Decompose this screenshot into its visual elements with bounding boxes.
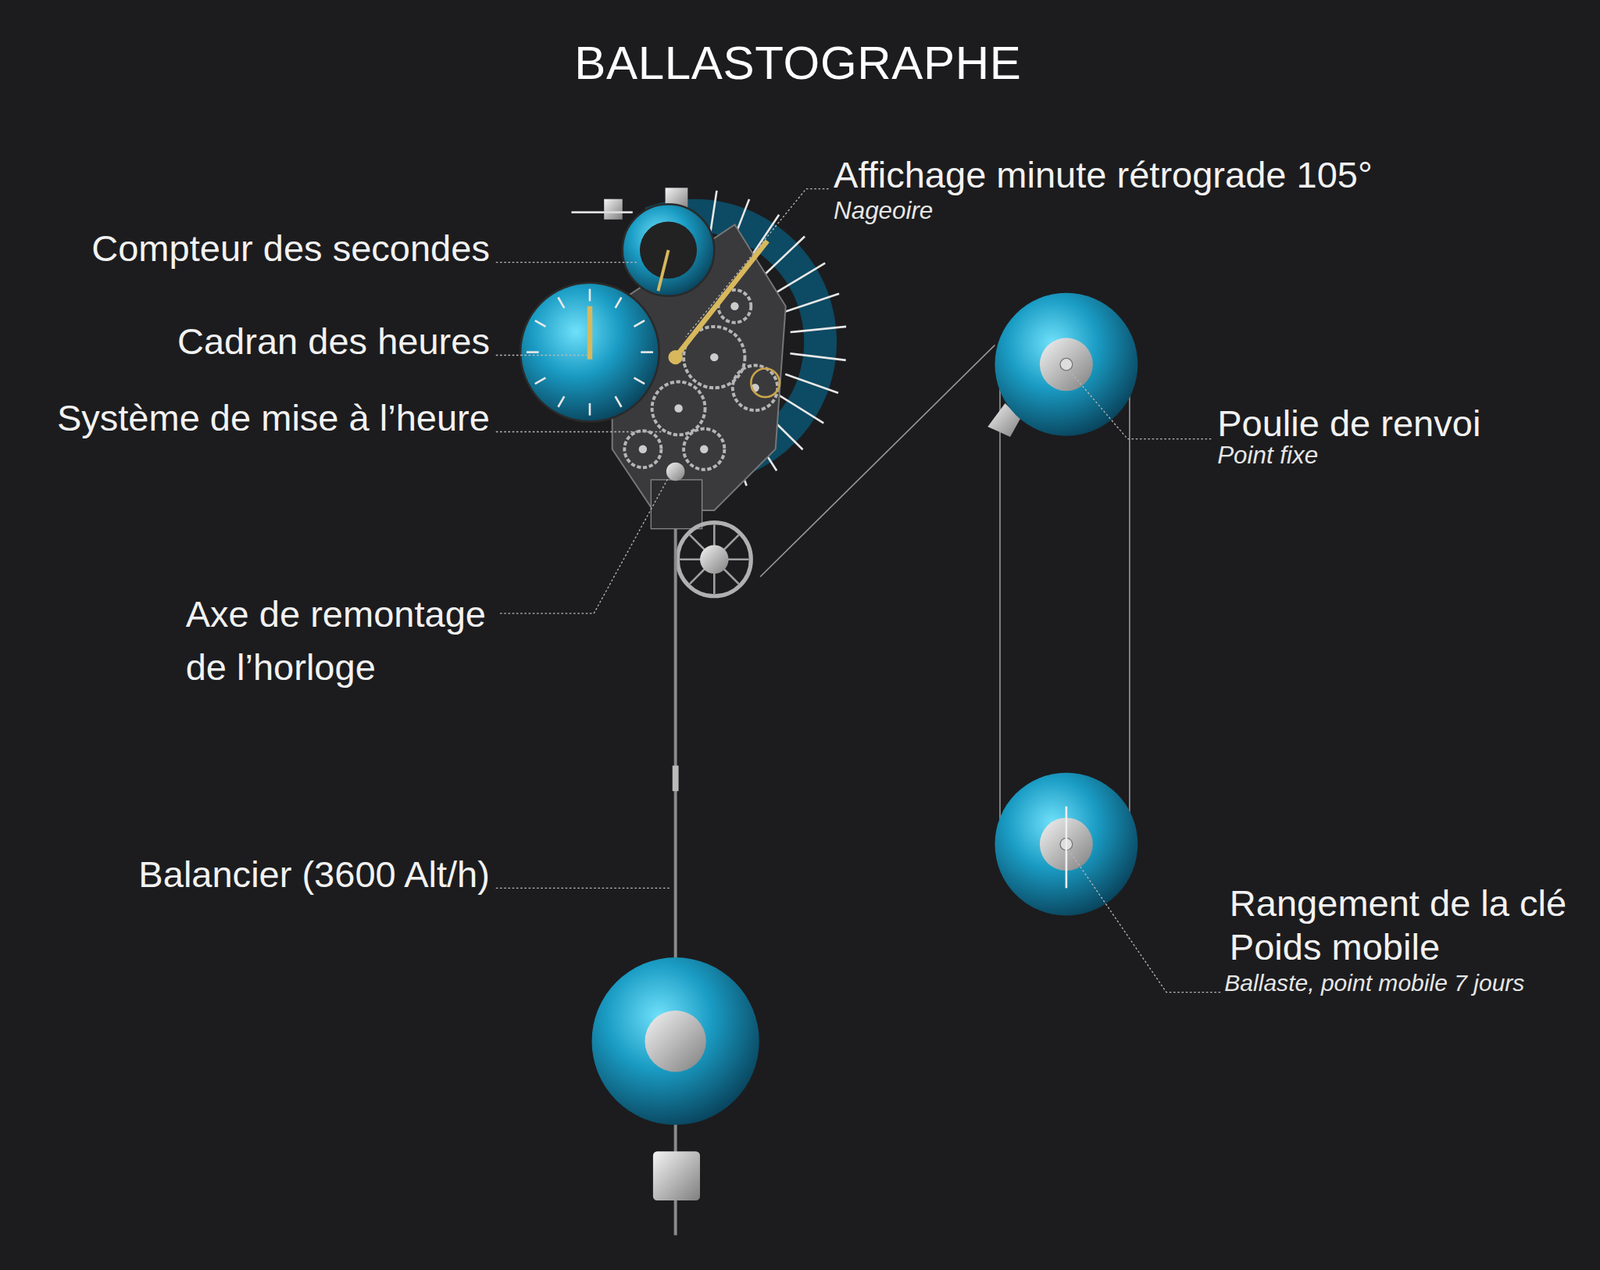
hand-hub	[667, 350, 683, 365]
part-subtitle: Nageoire	[833, 196, 933, 226]
hour-tick	[589, 403, 592, 416]
seconds-dial	[622, 203, 715, 297]
part-label: Rangement de la clé	[1229, 880, 1567, 925]
crown	[603, 199, 623, 220]
hour-tick	[615, 396, 622, 408]
leader-line	[496, 887, 672, 889]
moving-weight	[994, 772, 1138, 916]
gold-wheel	[750, 368, 780, 398]
leader-line	[496, 354, 587, 356]
part-label: Axe de remontage de l’horloge	[185, 587, 493, 694]
part-label: Balancier (3600 Alt/h)	[138, 852, 490, 897]
hour-tick	[633, 377, 645, 384]
pendulum-rod	[674, 528, 678, 1236]
leader-line	[500, 477, 669, 614]
drive-cord	[760, 344, 995, 576]
part-subtitle: Ballaste, point mobile 7 jours	[1224, 969, 1525, 998]
gear-hub	[700, 444, 708, 453]
hour-hand	[587, 306, 593, 360]
hour-tick	[615, 296, 622, 308]
gear-hub	[639, 444, 647, 453]
part-label: Poids mobile	[1229, 924, 1440, 968]
part-label: Compteur des secondes	[91, 226, 490, 271]
bob-center	[644, 1010, 706, 1072]
illustration-part	[496, 187, 1221, 1235]
bridge	[650, 479, 702, 529]
minute-tick	[764, 235, 805, 275]
gear-hub	[674, 403, 683, 412]
hour-tick	[633, 320, 645, 327]
leader-line	[1067, 369, 1211, 440]
hour-tick	[589, 289, 592, 302]
part-label: Système de mise à l’heure	[57, 396, 490, 440]
minute-tick	[777, 263, 826, 293]
hour-dial	[520, 282, 660, 422]
title: BALLASTOGRAPHE	[574, 34, 1022, 90]
seconds-hand	[657, 250, 668, 291]
hour-tick	[535, 377, 547, 384]
hour-tick	[640, 350, 654, 354]
part-label: Cadran des heures	[177, 319, 490, 364]
pulley-axle	[1060, 357, 1073, 371]
hour-tick	[526, 350, 540, 354]
hour-tick	[557, 396, 565, 408]
setting-lever	[571, 210, 633, 214]
rod-clip	[672, 765, 679, 792]
part-subtitle: Point fixe	[1217, 440, 1318, 471]
hour-tick	[535, 320, 547, 327]
hour-tick	[557, 296, 565, 308]
winding-pulley	[677, 522, 751, 597]
part-label: Poulie de renvoi	[1217, 400, 1481, 445]
winding-arbor	[666, 462, 686, 482]
regulating-weight	[653, 1150, 700, 1200]
minute-tick	[789, 353, 846, 361]
gear-hub	[730, 302, 739, 311]
minute-tick	[775, 392, 824, 423]
part-label: Affichage minute rétrograde 105°	[833, 153, 1373, 197]
minute-hand	[675, 240, 768, 358]
leader-line	[685, 189, 829, 337]
leader-line	[1067, 849, 1221, 993]
gear	[652, 381, 706, 435]
minute-tick	[785, 374, 839, 393]
pendulum-bob	[592, 957, 760, 1125]
key	[1065, 806, 1068, 888]
gear	[624, 430, 661, 468]
gear-hub	[710, 353, 718, 361]
leader-line	[496, 431, 669, 433]
gear	[683, 428, 725, 470]
return-pulley	[994, 292, 1138, 436]
pulley-hub	[700, 544, 729, 574]
minute-tick	[785, 293, 840, 312]
leader-line	[496, 261, 639, 263]
cord	[999, 364, 1001, 844]
pulley-center	[1039, 337, 1093, 391]
minute-tick	[790, 326, 847, 333]
cord	[1128, 364, 1131, 844]
